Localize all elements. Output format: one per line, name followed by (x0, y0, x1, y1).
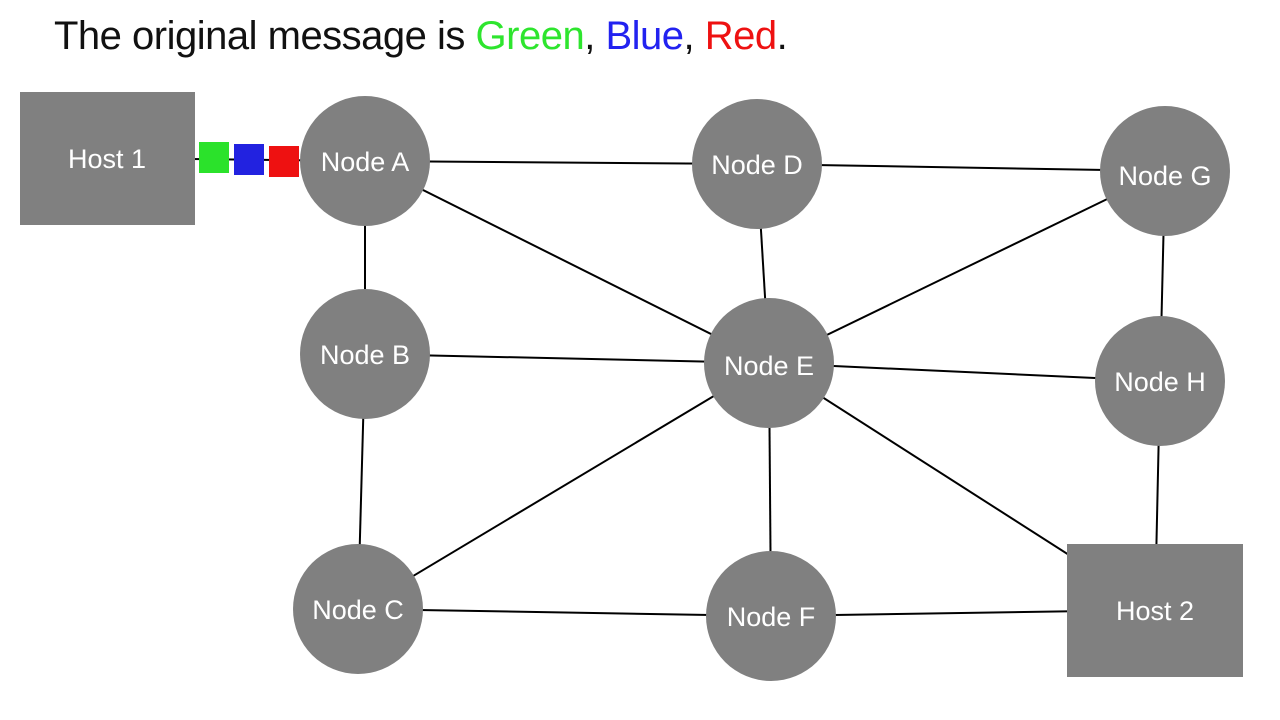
title-separator: , (584, 14, 606, 58)
host-2-box (1067, 544, 1243, 677)
node-E: Node E (704, 298, 834, 428)
title-word-red: Red (704, 14, 777, 58)
green-packet-icon (199, 142, 229, 173)
node-G-circle (1100, 106, 1230, 236)
node-H: Node H (1095, 316, 1225, 446)
edges (106, 157, 1166, 617)
host-1: Host 1 (20, 92, 195, 225)
edge-nodeC-nodeE (357, 362, 770, 610)
page-title: The original message is Green, Blue, Red… (54, 12, 788, 60)
blue-packet-icon (234, 144, 264, 175)
edge-nodeE-nodeG (768, 170, 1166, 364)
node-F: Node F (706, 551, 836, 681)
node-C-circle (293, 544, 423, 674)
red-packet-icon (269, 146, 299, 177)
host-1-label: Host 1 (68, 144, 146, 174)
edge-nodeC-nodeF (357, 608, 772, 617)
node-C-label: Node C (312, 595, 404, 625)
title-separator: , (683, 14, 705, 58)
node-G-label: Node G (1118, 161, 1211, 191)
edge-nodeE-nodeH (768, 362, 1161, 382)
edge-nodeB-nodeE (364, 353, 770, 364)
node-H-circle (1095, 316, 1225, 446)
node-E-label: Node E (724, 351, 814, 381)
host-1-box (20, 92, 195, 225)
node-E-circle (704, 298, 834, 428)
node-A-circle (300, 96, 430, 226)
node-D: Node D (692, 99, 822, 229)
node-D-label: Node D (711, 150, 803, 180)
edge-nodeA-nodeD (364, 160, 758, 165)
title-word-blue: Blue (605, 14, 684, 58)
node-A: Node A (300, 96, 430, 226)
edge-nodeA-nodeE (364, 160, 770, 364)
host-2: Host 2 (1067, 544, 1243, 677)
title-text: The original message is (54, 14, 476, 58)
host-2-label: Host 2 (1116, 596, 1194, 626)
node-H-label: Node H (1114, 367, 1206, 397)
node-D-circle (692, 99, 822, 229)
node-A-label: Node A (321, 147, 410, 177)
node-B-label: Node B (320, 340, 410, 370)
node-C: Node C (293, 544, 423, 674)
title-word-green: Green (475, 14, 585, 58)
title-period: . (776, 14, 788, 58)
node-B-circle (300, 289, 430, 419)
node-F-circle (706, 551, 836, 681)
node-G: Node G (1100, 106, 1230, 236)
node-F-label: Node F (727, 602, 816, 632)
node-B: Node B (300, 289, 430, 419)
message-packets (199, 142, 299, 177)
edge-nodeD-nodeG (756, 163, 1166, 172)
